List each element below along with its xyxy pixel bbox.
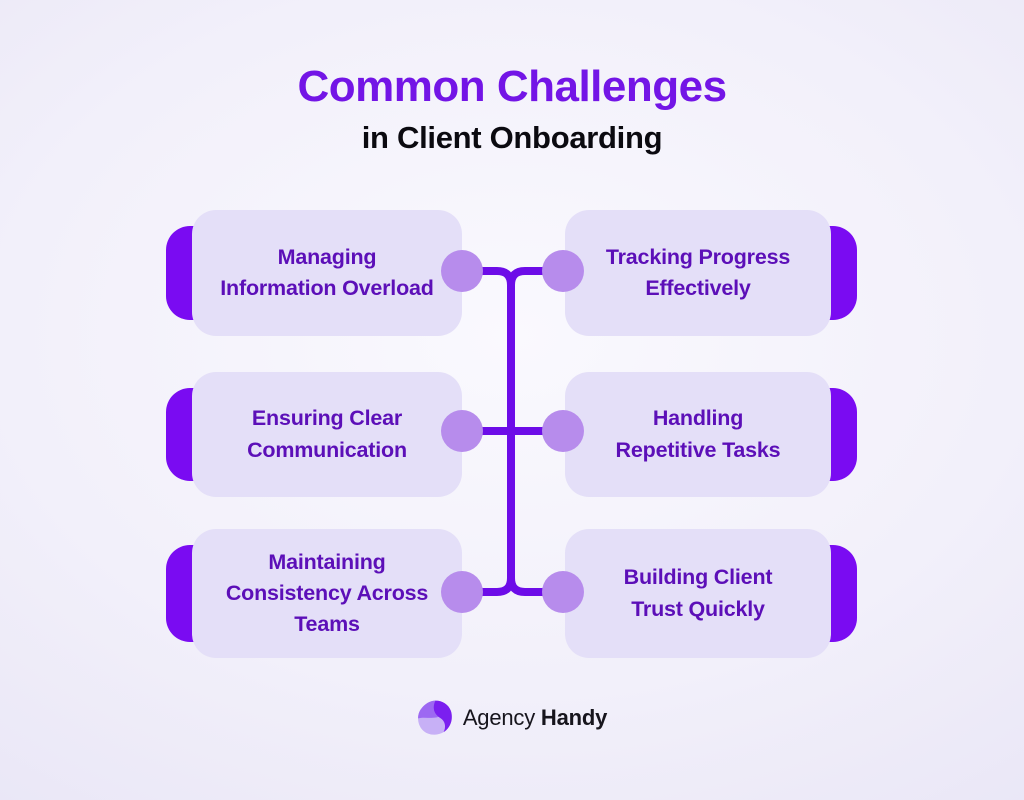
card-tracking-progress-effectively: Tracking Progress Effectively [565,210,857,336]
card-body: Building Client Trust Quickly [565,529,831,658]
page-subtitle: in Client Onboarding [361,119,663,155]
card-body: Maintaining Consistency Across Teams [192,529,462,658]
card-ensuring-clear-communication: Ensuring Clear Communication [166,372,462,497]
brand-name-bold: Handy [540,705,608,730]
card-label: Handling Repetitive Tasks [615,406,781,462]
title-block: Common Challenges in Client Onboarding [0,62,1024,156]
connector-top-right [507,267,567,289]
card-label: Ensuring Clear Communication [247,406,407,462]
card-managing-information-overload: Managing Information Overload [166,210,462,336]
card-label: Tracking Progress Effectively [605,244,791,300]
card-handling-repetitive-tasks: Handling Repetitive Tasks [565,372,857,497]
agency-handy-logo-icon [417,700,452,735]
connector-top-left [458,267,515,289]
card-body: Managing Information Overload [192,210,462,336]
card-body: Handling Repetitive Tasks [565,372,831,497]
card-label: Building Client Trust Quickly [623,565,773,621]
card-body: Ensuring Clear Communication [192,372,462,497]
connector-bottom-right [507,574,567,596]
brand-name-regular: Agency [462,705,541,730]
card-label: Maintaining Consistency Across Teams [225,549,429,637]
card-label: Managing Information Overload [220,244,434,300]
connector-bottom-left [458,574,515,596]
card-body: Tracking Progress Effectively [565,210,831,336]
page-title: Common Challenges [297,62,727,111]
brand-footer: Agency Handy [0,700,1024,736]
card-maintaining-consistency-across-teams: Maintaining Consistency Across Teams [166,529,462,658]
brand-name: Agency Handy [462,705,608,731]
card-building-client-trust-quickly: Building Client Trust Quickly [565,529,857,658]
